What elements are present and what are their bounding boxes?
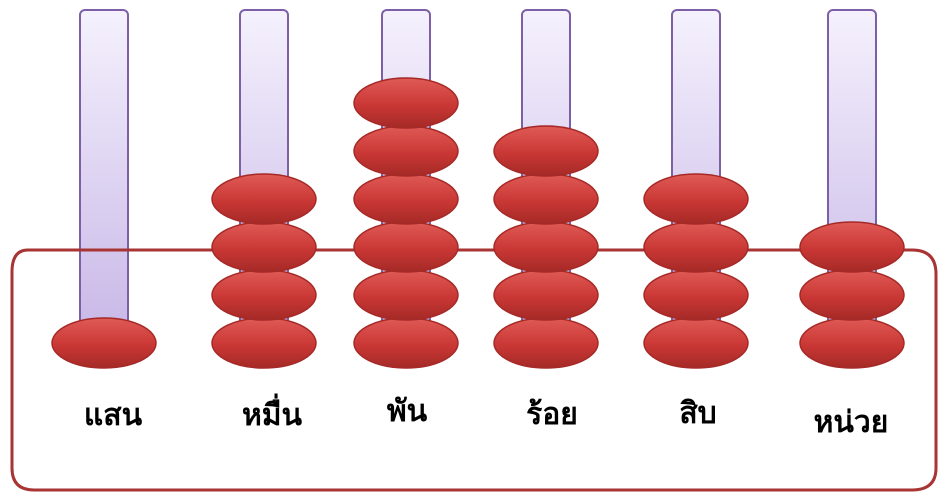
bead-hundreds [493,221,599,273]
label-thousands: พัน [387,394,428,429]
bead-ten-thousands [211,317,317,369]
bead-hundreds [493,269,599,321]
label-hundreds: ร้อย [526,397,578,432]
bead-thousands [353,173,459,225]
bead-thousands [353,269,459,321]
bead-ten-thousands [211,221,317,273]
bead-ones [799,269,905,321]
bead-tens [643,269,749,321]
beads [51,77,905,369]
bead-hundred-thousands [51,317,157,369]
bead-tens [643,221,749,273]
rods [79,9,877,351]
bead-hundreds [493,317,599,369]
abacus-frame [10,248,938,492]
bead-ones [799,221,905,273]
label-ten-thousands: หมื่น [242,393,303,433]
bead-thousands [353,125,459,177]
label-tens: สิบ [679,396,716,431]
label-hundred-thousands: แสน [84,398,143,433]
bead-hundreds [493,173,599,225]
rod-hundred-thousands [79,9,129,351]
bead-tens [643,317,749,369]
bead-thousands [353,317,459,369]
bead-ten-thousands [211,173,317,225]
bead-ones [799,317,905,369]
label-ones: หน่วย [814,405,889,440]
bead-thousands [353,221,459,273]
place-value-labels: แสน หมื่น พัน ร้อย สิบ หน่วย [84,393,888,440]
bead-hundreds [493,125,599,177]
bead-tens [643,173,749,225]
bead-thousands [353,77,459,129]
bead-ten-thousands [211,269,317,321]
